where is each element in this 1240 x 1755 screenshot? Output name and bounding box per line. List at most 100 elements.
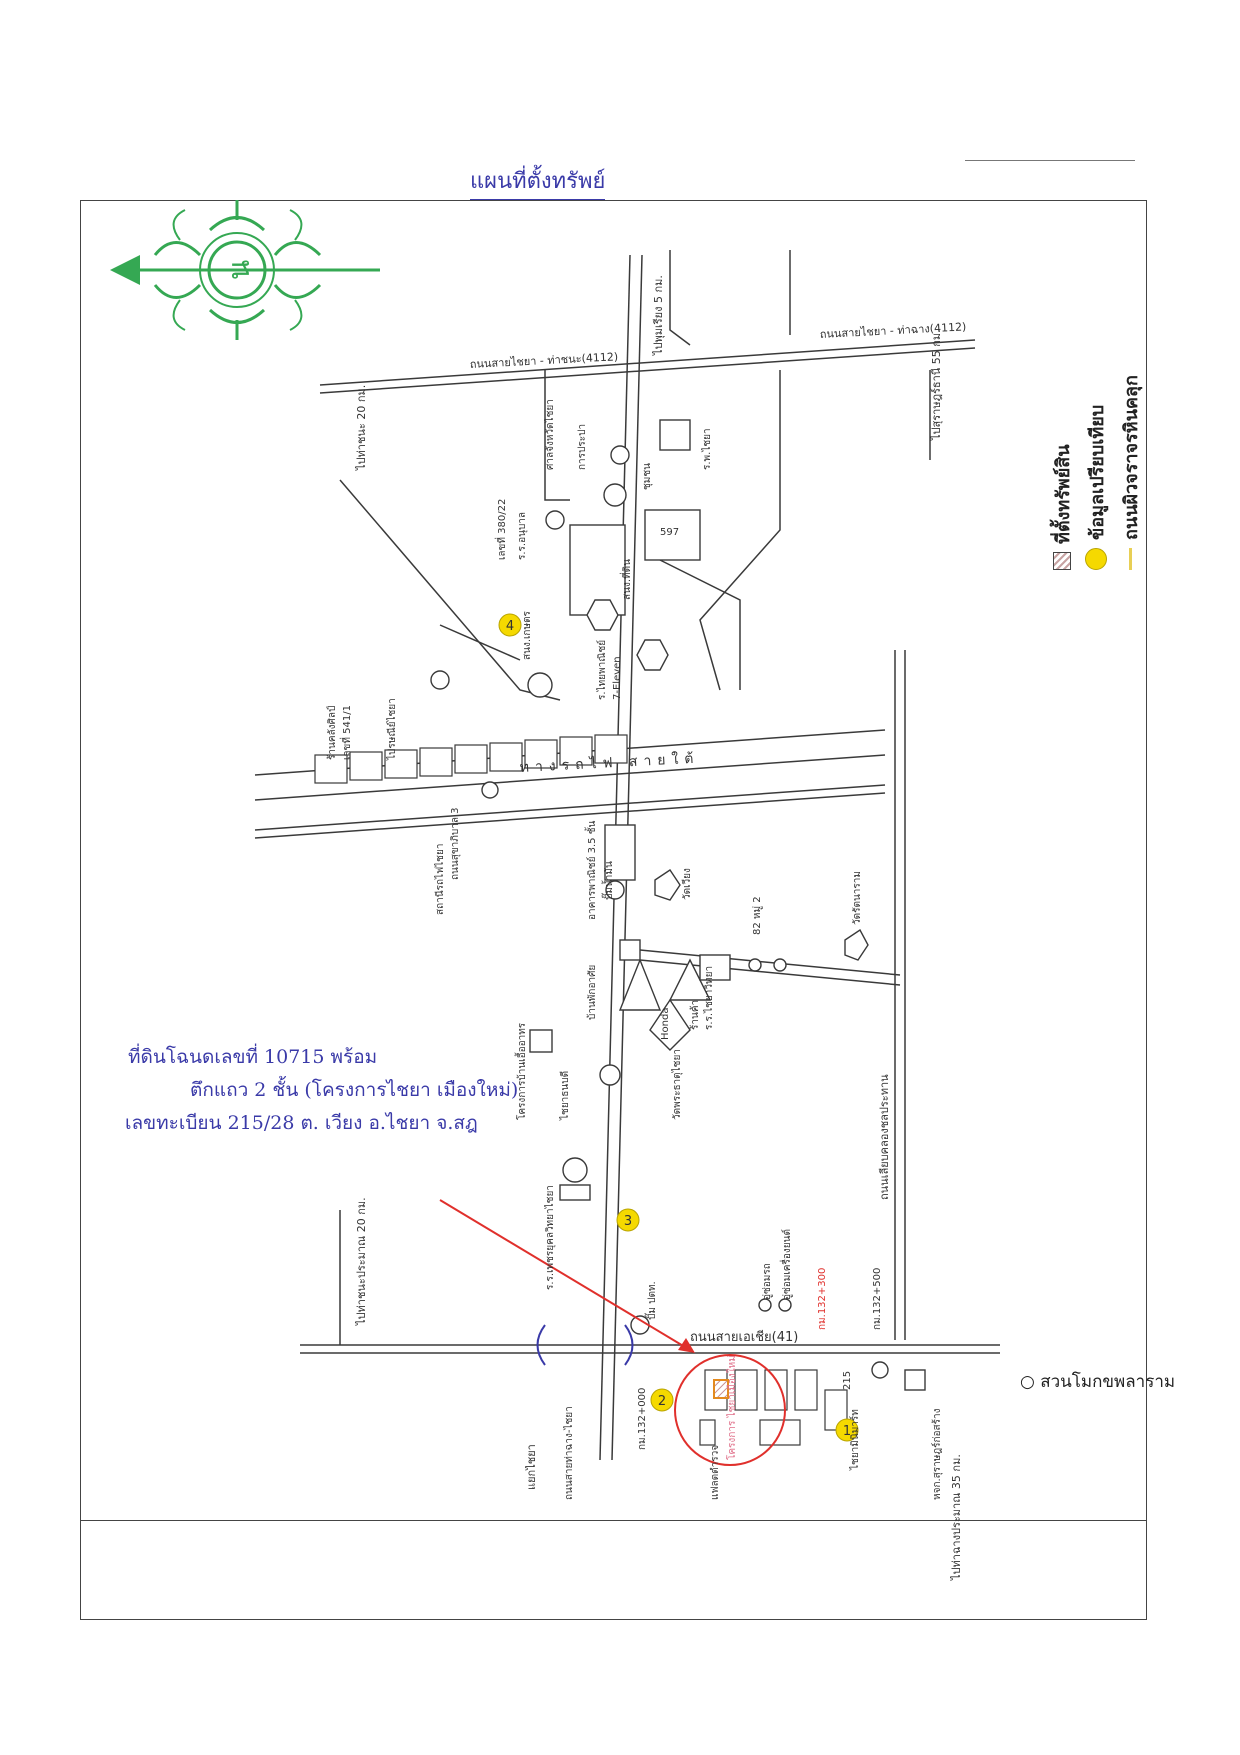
header-rule: [965, 160, 1135, 161]
place-label: ศาลจังหวัดไชยา: [544, 399, 556, 470]
place-label: อู่ซ่อมรถ: [762, 1263, 773, 1300]
pentagon-icon: [654, 869, 681, 901]
pentagon-icon: [649, 998, 691, 1051]
fuel-station-block: [604, 824, 636, 881]
road-label: ไปท่าฉางประมาณ 35 กม.: [950, 1454, 963, 1581]
poi-square-icon: [529, 1029, 553, 1053]
place-label: ถนนสายท่าฉาง-ไชยา: [563, 1406, 575, 1500]
place-label: อาคารพาณิชย์ 3.5 ชั้น: [584, 821, 598, 920]
legend-label: ถนนผิวจราจรหินคลุก: [1120, 375, 1142, 540]
subject-highlight-circle: [674, 1354, 786, 1466]
place-label: สถานีรถไฟไชยา: [434, 844, 446, 915]
page-title: แผนที่ตั้งทรัพย์: [470, 163, 606, 200]
comparison-marker-label: 4: [506, 619, 514, 634]
place-label: ถนนสุขาภิบาล 3: [450, 807, 461, 880]
poi-circle-icon: [748, 958, 762, 972]
poi-circle-icon: [605, 880, 625, 900]
compass-letter: น: [222, 260, 257, 281]
road-label: ถนนสายไชยา - ท่าชนะ(4112): [469, 350, 618, 371]
place-label: โครงการ ไชยาเมืองใหม่: [725, 1355, 738, 1460]
place-label: ร.ร.ไชยาวิทยา: [703, 966, 715, 1030]
garage-circle-icon: [778, 1298, 792, 1312]
road-labels: ถนนสายไชยา - ท่าชนะ(4112) ถนนสายไชยา - ท…: [355, 275, 967, 1581]
pentagon-icon: [844, 928, 869, 961]
landmarks: [430, 419, 926, 1391]
place-label: กม.132+300: [817, 1268, 828, 1330]
place-label: กม.132+000: [637, 1388, 648, 1450]
legend-item: ถนนผิวจราจรหินคลุก: [1113, 375, 1147, 570]
intersection-marks: [536, 1324, 634, 1366]
road-label: แยกไชยา: [525, 1444, 538, 1490]
place-label: ไปรษณีย์ไชยา: [386, 698, 398, 761]
place-label: ไชยามินิมาร์ท: [849, 1409, 861, 1471]
road-label: ถนนสายไชยา - ท่าฉาง(4112): [819, 320, 966, 341]
shophouse-row: [314, 734, 628, 784]
place-label: 215: [842, 1371, 853, 1390]
road-label: ถนนเลียบคลองชลประทาน: [878, 1074, 891, 1200]
temple-triangle-icon: [618, 958, 662, 1011]
place-label: ร.ไทยพาณิชย์: [596, 640, 608, 700]
place-label: โครงการบ้านเอื้ออาทร: [514, 1022, 528, 1120]
legend-label: ข้อมูลเปรียบเทียบ: [1086, 404, 1108, 540]
place-label: ร้านคลังศิลป์: [326, 706, 338, 760]
poi-circle-icon: [527, 672, 553, 698]
poi-circle-icon: [773, 958, 787, 972]
map-legend: ที่ตั้งทรัพย์สิน ข้อมูลเปรียบเทียบ ถนนผิ…: [1045, 375, 1147, 570]
place-label: ไชยาธนบดี: [559, 1071, 571, 1121]
property-note-line3: เลขทะเบียน 215/28 ต. เวียง อ.ไชยา จ.สฎ: [125, 1112, 478, 1134]
place-label: ปั๊ม ปตท.: [644, 1281, 658, 1320]
place-label: อู่ซ่อมเครื่องยนต์: [779, 1229, 793, 1300]
place-label: วัดพระธาตุไชยา: [671, 1049, 683, 1120]
legend-label: ที่ตั้งทรัพย์สิน: [1052, 444, 1074, 544]
road-label: ไปสุราษฎร์ธานี 55 กม.: [930, 329, 943, 441]
place-label: เลขที่ 541/1: [339, 705, 353, 760]
map-frame: [80, 200, 1147, 1620]
place-label: บ้านพักอาศัย: [586, 965, 598, 1020]
place-label: ชุมชน: [642, 463, 653, 490]
poi-circle-icon: [430, 670, 450, 690]
place-label: สนง.ที่ดิน: [619, 559, 633, 600]
poi-square-icon: [619, 939, 641, 961]
place-label: ร.พ.ไชยา: [701, 428, 713, 470]
place-label: ร้านค้า: [689, 1000, 701, 1030]
property-note-line1: ที่ดินโฉนดเลขที่ 10715 พร้อม: [128, 1046, 378, 1068]
north-arrow-icon: [110, 200, 380, 340]
poi-circle-icon: [545, 510, 565, 530]
place-label: 7-Eleven: [612, 656, 623, 700]
road-label: ไปท่าชนะ 20 กม.: [355, 385, 368, 471]
road-4112: [319, 339, 976, 386]
road-label: ถนนสายเอเชีย(41): [690, 1329, 798, 1345]
place-label: 597: [660, 527, 679, 538]
place-label: การประปา: [577, 424, 588, 470]
poi-circle-icon: [871, 1361, 889, 1379]
side-note-label: สวนโมกขพลาราม: [1040, 1372, 1176, 1392]
place-label: ร.ร.อนุบาล: [517, 512, 528, 560]
place-label: Honda: [660, 1008, 671, 1040]
place-label: ร.ร.เพชรยุคลวิทยาไชยา: [544, 1185, 556, 1290]
road-label: ไปท่าชนะประมาณ 20 กม.: [355, 1197, 368, 1326]
poi-circle-icon: [599, 1064, 621, 1086]
footer-divider: [80, 1520, 1147, 1521]
comparison-marker-label: 3: [624, 1214, 632, 1229]
road-label: ไปพุมเรียง 5 กม.: [652, 275, 665, 356]
place-label: กม.132+500: [872, 1268, 883, 1330]
place-label: แฟลตตำรวจ: [710, 1445, 721, 1500]
pointer-arrow: [439, 1199, 691, 1351]
garage-circle-icon: [758, 1298, 772, 1312]
block-597: [644, 509, 701, 561]
subject-property-marker: [713, 1379, 729, 1399]
hexagon-icon: [636, 639, 669, 671]
poi-circle-icon: [603, 483, 627, 507]
legend-item: ข้อมูลเปรียบเทียบ: [1079, 375, 1113, 570]
poi-square-icon: [559, 1184, 591, 1201]
place-label: 82 หมู่ 2: [752, 896, 763, 935]
place-label: ปั๊มน้ำมัน: [601, 861, 615, 900]
place-label: วัดเวียง: [681, 868, 693, 900]
comparison-markers: 1 2 3 4: [498, 613, 859, 1442]
comparison-marker-label: 1: [843, 1424, 851, 1439]
place-labels: ศาลจังหวัดไชยา การประปา ร.พ.ไชยา ชุมชน 5…: [326, 399, 943, 1500]
poi-square-icon: [904, 1369, 926, 1391]
place-label: หจก.สุราษฎร์ก่อสร้าง: [931, 1408, 943, 1500]
